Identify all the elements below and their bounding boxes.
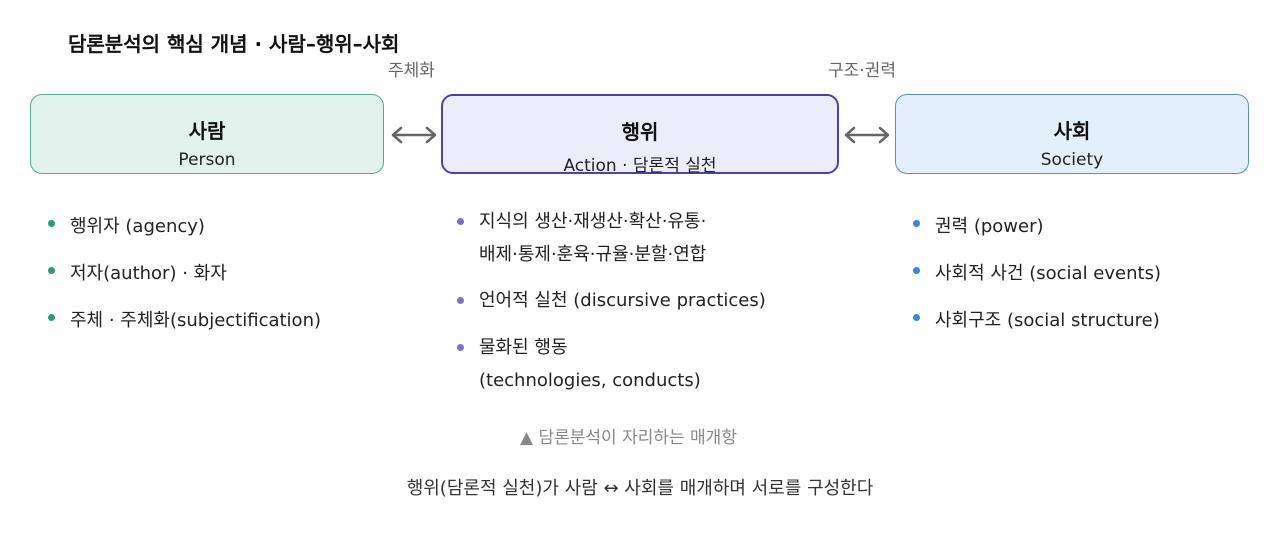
diagram-title: 담론분석의 핵심 개념 · 사람–행위–사회 (68, 32, 400, 56)
footer-summary: 행위(담론적 실천)가 사람 ↔ 사회를 매개하며 서로를 구성한다 (406, 478, 874, 499)
bullet-dot-icon (48, 314, 55, 321)
list-item: 권력 (power) (913, 212, 1161, 259)
node-person-name: 사람 (188, 119, 226, 143)
bullet-dot-icon (48, 267, 55, 274)
edge-label-subjectification: 주체화 (388, 61, 435, 81)
list-item: 사회구조 (social structure) (913, 306, 1161, 353)
bullet-dot-icon (48, 220, 55, 227)
list-item: 행위자 (agency) (48, 212, 321, 259)
node-person: 사람 Person (30, 94, 384, 174)
list-item: 물화된 행동(technologies, conducts) (457, 331, 766, 410)
list-item: 언어적 실천 (discursive practices) (457, 284, 766, 331)
list-item: 사회적 사건 (social events) (913, 259, 1161, 306)
bullet-dot-icon (457, 297, 464, 304)
bullet-dot-icon (913, 267, 920, 274)
node-person-sub: Person (178, 150, 236, 170)
node-action: 행위 Action · 담론적 실천 (441, 94, 839, 176)
action-concept-list: 지식의 생산·재생산·확산·유통·배제·통제·훈육·규율·분할·연합 언어적 실… (457, 211, 766, 410)
node-society-name: 사회 (1053, 119, 1091, 143)
bidirectional-arrow-icon (391, 126, 437, 144)
bullet-dot-icon (913, 220, 920, 227)
node-society-sub: Society (1040, 150, 1104, 170)
person-concept-list: 행위자 (agency) 저자(author) · 화자 주체 · 주체화(su… (48, 212, 321, 353)
edge-label-structure-power: 구조·권력 (828, 61, 896, 81)
list-item: 주체 · 주체화(subjectification) (48, 306, 321, 353)
list-item: 지식의 생산·재생산·확산·유통·배제·통제·훈육·규율·분할·연합 (457, 205, 766, 284)
node-action-sub: Action · 담론적 실천 (563, 156, 717, 176)
bidirectional-arrow-icon (844, 126, 890, 144)
bullet-dot-icon (457, 344, 464, 351)
list-item: 저자(author) · 화자 (48, 259, 321, 306)
node-society: 사회 Society (895, 94, 1249, 174)
bullet-dot-icon (913, 314, 920, 321)
node-action-name: 행위 (621, 120, 659, 144)
mediation-note: ▲ 담론분석이 자리하는 매개항 (520, 428, 737, 448)
bullet-dot-icon (457, 218, 464, 225)
society-concept-list: 권력 (power) 사회적 사건 (social events) 사회구조 (… (913, 212, 1161, 353)
